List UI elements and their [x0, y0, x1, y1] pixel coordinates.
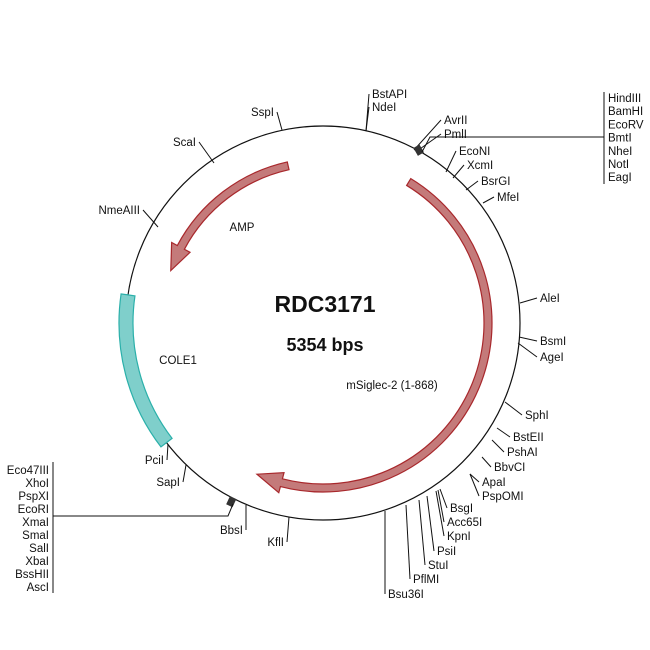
- restriction-site-label: Acc65I: [447, 517, 482, 529]
- site-leader-line: [437, 489, 445, 523]
- mcs-site-label: NotI: [608, 159, 629, 171]
- site-leader-line: [418, 499, 426, 566]
- restriction-site-label: ScaI: [173, 137, 196, 149]
- site-leader-line: [452, 164, 465, 179]
- mcs-site-label: BamHI: [608, 106, 643, 118]
- restriction-site-label: PsiI: [437, 546, 456, 558]
- restriction-site-label: AvrII: [444, 115, 467, 127]
- plasmid-backbone: [125, 125, 521, 521]
- site-leader-line: [519, 297, 538, 304]
- feature-label-cole1: COLE1: [159, 355, 197, 367]
- restriction-site-label: ApaI: [482, 477, 506, 489]
- mcs-marker-left: [226, 496, 237, 508]
- site-leader-line: [413, 119, 442, 151]
- site-leader-line: [365, 106, 370, 132]
- restriction-site-label: SphI: [525, 410, 549, 422]
- restriction-site-label: PspOMI: [482, 491, 524, 503]
- mcs-site-label: NheI: [608, 146, 632, 158]
- mcs-left-leader: [53, 503, 234, 517]
- restriction-site-label: BbsI: [220, 525, 243, 537]
- mcs-site-label: XmaI: [22, 517, 49, 529]
- restriction-site-label: NmeAIII: [98, 205, 140, 217]
- site-leader-line: [517, 342, 538, 358]
- site-leader-line: [491, 439, 505, 453]
- site-leader-line: [142, 209, 159, 228]
- restriction-site-label: PciI: [145, 455, 164, 467]
- plasmid-name: RDC3171: [275, 291, 376, 317]
- restriction-site-label: AgeI: [540, 352, 564, 364]
- mcs-site-label: SmaI: [22, 530, 49, 542]
- feature-label-amp: AMP: [230, 222, 255, 234]
- restriction-site-label: SspI: [251, 107, 274, 119]
- site-leader-line: [469, 473, 480, 483]
- restriction-site-label: BsrGI: [481, 176, 510, 188]
- site-leader-line: [481, 456, 492, 468]
- site-leader-line: [496, 427, 511, 438]
- site-leader-line: [276, 111, 283, 131]
- site-leader-line: [286, 516, 290, 543]
- mcs-marker-right: [413, 144, 424, 156]
- restriction-site-label: BsgI: [450, 503, 473, 515]
- site-leader-line: [435, 490, 445, 537]
- restriction-site-label: BstEII: [513, 432, 544, 444]
- mcs-site-label: BmtI: [608, 133, 632, 145]
- restriction-site-label: Bsu36I: [388, 589, 424, 601]
- restriction-site-label: MfeI: [497, 192, 519, 204]
- restriction-site-label: PflMI: [413, 574, 439, 586]
- mcs-site-label: HindIII: [608, 93, 641, 105]
- restriction-site-label: EcoNI: [459, 146, 490, 158]
- site-leader-line: [166, 443, 169, 461]
- restriction-site-label: BstAPI: [372, 89, 407, 101]
- mcs-site-label: EcoRV: [608, 119, 644, 131]
- mcs-site-label: EcoRI: [18, 504, 49, 516]
- site-leader-line: [482, 196, 495, 204]
- feature-label-insert: mSiglec-2 (1-868): [346, 380, 438, 392]
- site-leader-line: [405, 504, 411, 580]
- insert-arrow: [255, 177, 493, 494]
- mcs-site-label: EagI: [608, 172, 632, 184]
- restriction-site-label: NdeI: [372, 102, 396, 114]
- site-leader-line: [465, 180, 479, 191]
- amp-arrow: [170, 161, 290, 273]
- mcs-site-label: XhoI: [25, 478, 49, 490]
- mcs-site-label: XbaI: [25, 556, 49, 568]
- plasmid-size: 5354 bps: [286, 335, 363, 355]
- restriction-site-label: PshAI: [507, 447, 538, 459]
- restriction-site-label: XcmI: [467, 160, 493, 172]
- restriction-site-label: PmlI: [444, 129, 467, 141]
- site-leader-line: [469, 473, 480, 497]
- mcs-site-label: Eco47III: [7, 465, 49, 477]
- site-leader-line: [445, 150, 457, 173]
- site-leader-line: [198, 141, 215, 164]
- restriction-site-label: SapI: [156, 477, 180, 489]
- mcs-site-label: BssHII: [15, 569, 49, 581]
- site-leader-line: [504, 401, 523, 416]
- site-leader-line: [182, 464, 187, 483]
- site-leader-line: [439, 488, 448, 509]
- mcs-site-label: PspXI: [18, 491, 49, 503]
- restriction-site-label: BsmI: [540, 336, 566, 348]
- restriction-site-label: KpnI: [447, 531, 471, 543]
- mcs-right-leader: [421, 136, 604, 153]
- restriction-site-label: BbvCI: [494, 462, 525, 474]
- restriction-site-label: AleI: [540, 293, 560, 305]
- cole1-origin: [118, 293, 173, 448]
- site-leader-line: [426, 495, 435, 552]
- mcs-site-label: SalI: [29, 543, 49, 555]
- mcs-site-label: AscI: [27, 582, 49, 594]
- restriction-site-label: KflI: [267, 537, 284, 549]
- site-leader-line: [518, 336, 538, 342]
- restriction-site-label: StuI: [428, 560, 448, 572]
